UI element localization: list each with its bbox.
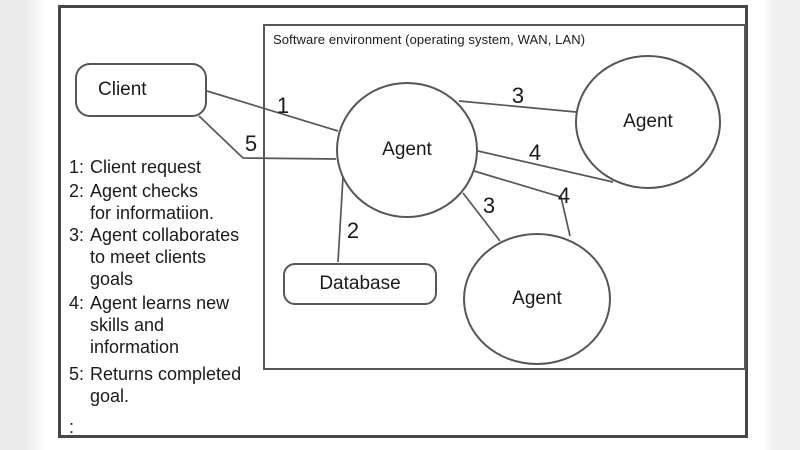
- legend-line: information: [90, 337, 180, 357]
- client-label: Client: [98, 79, 147, 100]
- legend-item-3: 3: Agent collaborates to meet clients go…: [64, 224, 270, 290]
- legend-item-4-number: 4:: [69, 293, 85, 313]
- legend-line: skills and: [90, 315, 165, 335]
- software-environment-box: Software environment (operating system, …: [263, 24, 746, 370]
- edge-label-5: 5: [244, 131, 258, 156]
- legend-line: Returns completed: [90, 364, 242, 384]
- agent-bottom-label: Agent: [512, 288, 562, 309]
- legend-item-4: 4: Agent learns new skills and informati…: [64, 292, 270, 358]
- legend-item-2-text: Agent checks for informatiion.: [90, 180, 270, 224]
- agent-right-node: Agent: [575, 55, 721, 189]
- edge-label-3-bottom: 3: [482, 193, 496, 218]
- software-environment-label: Software environment (operating system, …: [273, 32, 586, 47]
- legend-line: Agent checks: [90, 181, 199, 201]
- client-node: Client: [75, 63, 207, 117]
- legend-line: Agent learns new: [90, 293, 230, 313]
- database-label: Database: [319, 273, 401, 294]
- legend-line: goal.: [90, 386, 130, 406]
- left-margin: [0, 0, 46, 450]
- legend-item-5-text: Returns completed goal.: [90, 363, 270, 407]
- legend-item-3-text: Agent collaborates to meet clients goals: [90, 224, 270, 290]
- trailing-colon: :: [69, 417, 75, 437]
- legend-line: for informatiion.: [90, 203, 215, 223]
- legend: 1: Client request 2: Agent checks for in…: [64, 156, 270, 438]
- agent-bottom-node: Agent: [463, 233, 611, 365]
- agent-center-node: Agent: [336, 82, 478, 218]
- legend-item-1-text: Client request: [90, 156, 270, 178]
- legend-item-3-number: 3:: [69, 225, 85, 245]
- legend-item-4-text: Agent learns new skills and information: [90, 292, 270, 358]
- database-node: Database: [283, 263, 437, 305]
- legend-line: Agent collaborates: [90, 225, 240, 245]
- agent-right-label: Agent: [623, 111, 673, 132]
- edge-label-2: 2: [346, 218, 360, 243]
- agent-center-label: Agent: [382, 139, 432, 160]
- right-margin: [763, 0, 800, 450]
- edge-label-4-right: 4: [528, 140, 542, 165]
- legend-line: Client request: [90, 157, 202, 177]
- legend-item-1-number: 1:: [69, 157, 85, 177]
- legend-line: to meet clients: [90, 247, 207, 267]
- legend-line: goals: [90, 269, 134, 289]
- edge-label-3-right: 3: [511, 83, 525, 108]
- edge-label-4-bottom: 4: [557, 183, 571, 208]
- legend-item-2: 2: Agent checks for informatiion.: [64, 180, 270, 224]
- legend-item-2-number: 2:: [69, 181, 85, 201]
- legend-item-5: 5: Returns completed goal.: [64, 363, 270, 407]
- legend-item-1: 1: Client request: [64, 156, 270, 178]
- legend-item-5-number: 5:: [69, 364, 85, 384]
- edge-label-1: 1: [276, 93, 290, 118]
